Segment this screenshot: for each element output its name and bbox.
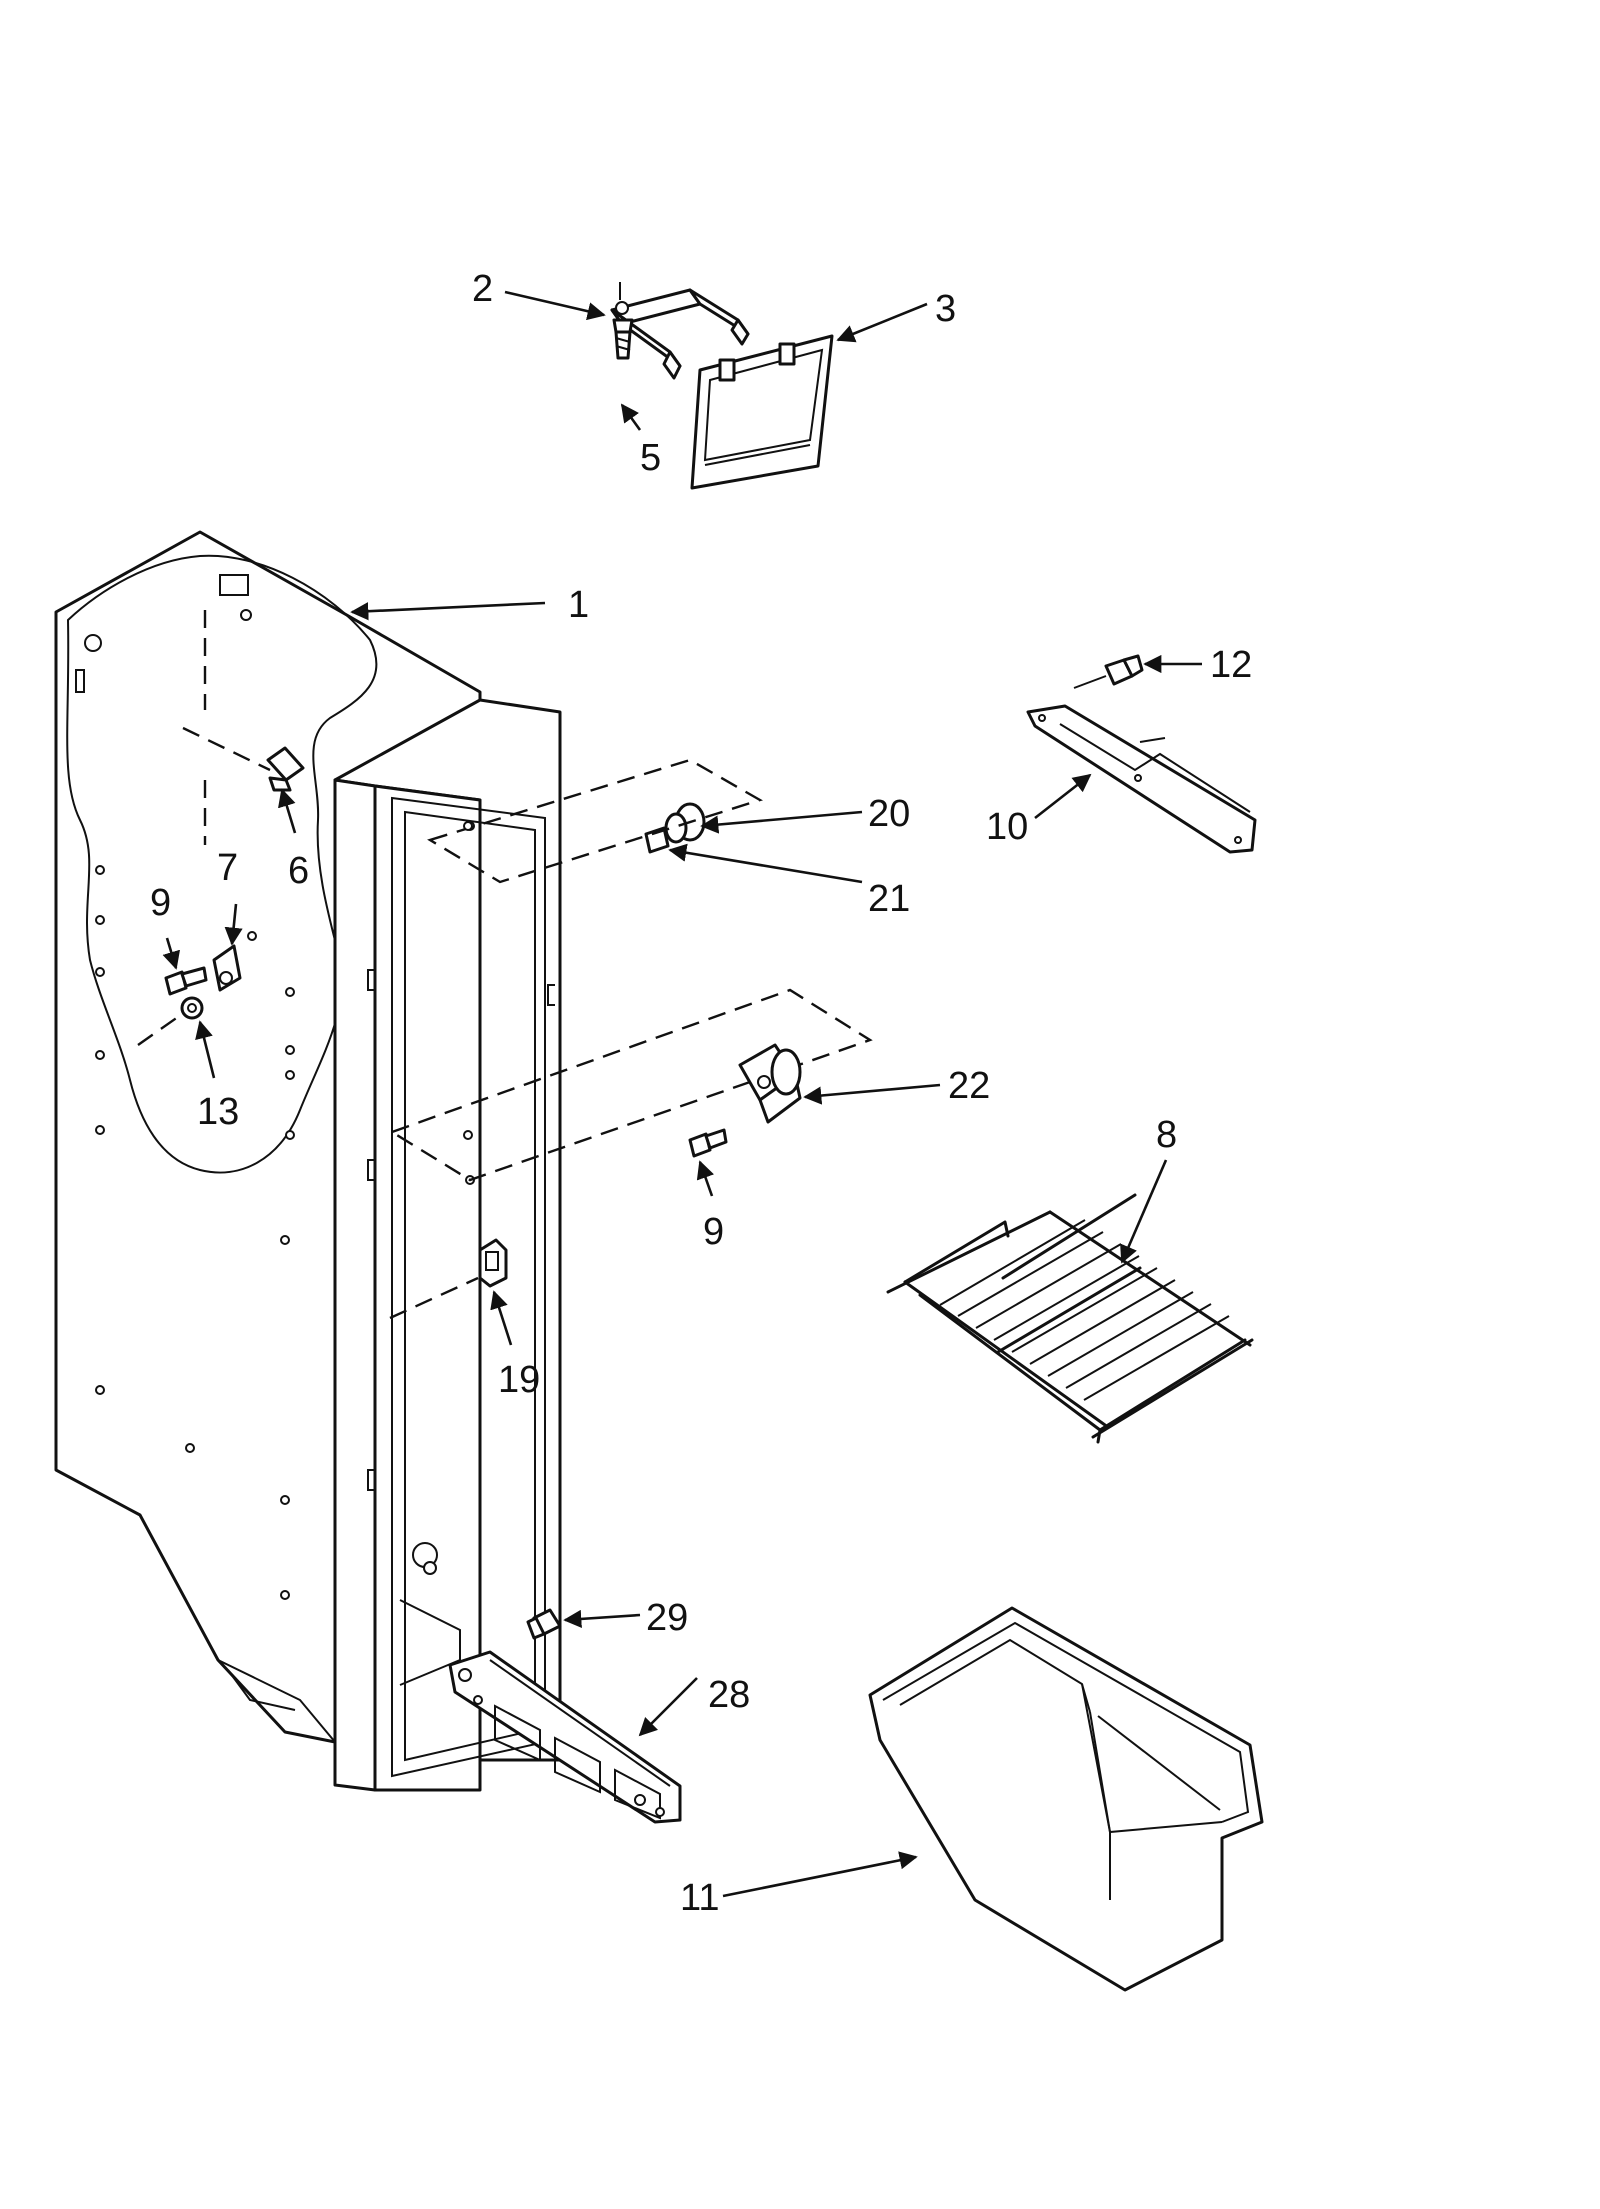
bin-part-11 [868, 1606, 1264, 1992]
screw-part-29 [526, 1608, 562, 1640]
callout-1: 1 [568, 584, 589, 626]
mounting-plane-22 [389, 988, 873, 1182]
callout-9-lower: 9 [703, 1211, 724, 1253]
clip-part-6 [266, 746, 305, 792]
callout-29: 29 [646, 1597, 688, 1639]
callout-19: 19 [498, 1359, 540, 1401]
callout-22: 22 [948, 1065, 990, 1107]
callout-3: 3 [935, 288, 956, 330]
screw-part-9-lower [688, 1128, 728, 1158]
callout-10: 10 [986, 806, 1028, 848]
callout-21: 21 [868, 878, 910, 920]
wire-shelf-part-8 [886, 1193, 1254, 1444]
cover-part-3 [690, 334, 834, 490]
callout-labels: 1 2 3 5 6 7 8 9 9 10 11 12 13 19 20 21 2… [150, 268, 1252, 1919]
screw-part-5 [612, 318, 634, 360]
callout-12: 12 [1210, 644, 1252, 686]
callout-2: 2 [472, 268, 493, 310]
screw-part-12 [1073, 654, 1144, 689]
callout-8: 8 [1156, 1114, 1177, 1156]
bracket-part-7 [212, 931, 257, 992]
screw-part-9-upper [164, 966, 208, 996]
rail-part-10 [1026, 704, 1257, 854]
callout-9-upper: 9 [150, 882, 171, 924]
callout-6: 6 [288, 850, 309, 892]
plug-part-13 [180, 996, 204, 1020]
switch-part-19 [389, 1238, 508, 1320]
callout-5: 5 [640, 437, 661, 479]
hinge-part-22 [738, 1043, 802, 1124]
callout-7: 7 [217, 847, 238, 889]
mounting-plane-20-21 [427, 758, 763, 884]
callout-28: 28 [708, 1674, 750, 1716]
callout-20: 20 [868, 793, 910, 835]
callout-13: 13 [197, 1091, 239, 1133]
callout-11: 11 [680, 1877, 719, 1919]
grille-part-28 [448, 1650, 682, 1824]
liner-part-1 [54, 530, 562, 1792]
screw-part-21 [644, 826, 670, 854]
leader-lines [162, 290, 1202, 1898]
